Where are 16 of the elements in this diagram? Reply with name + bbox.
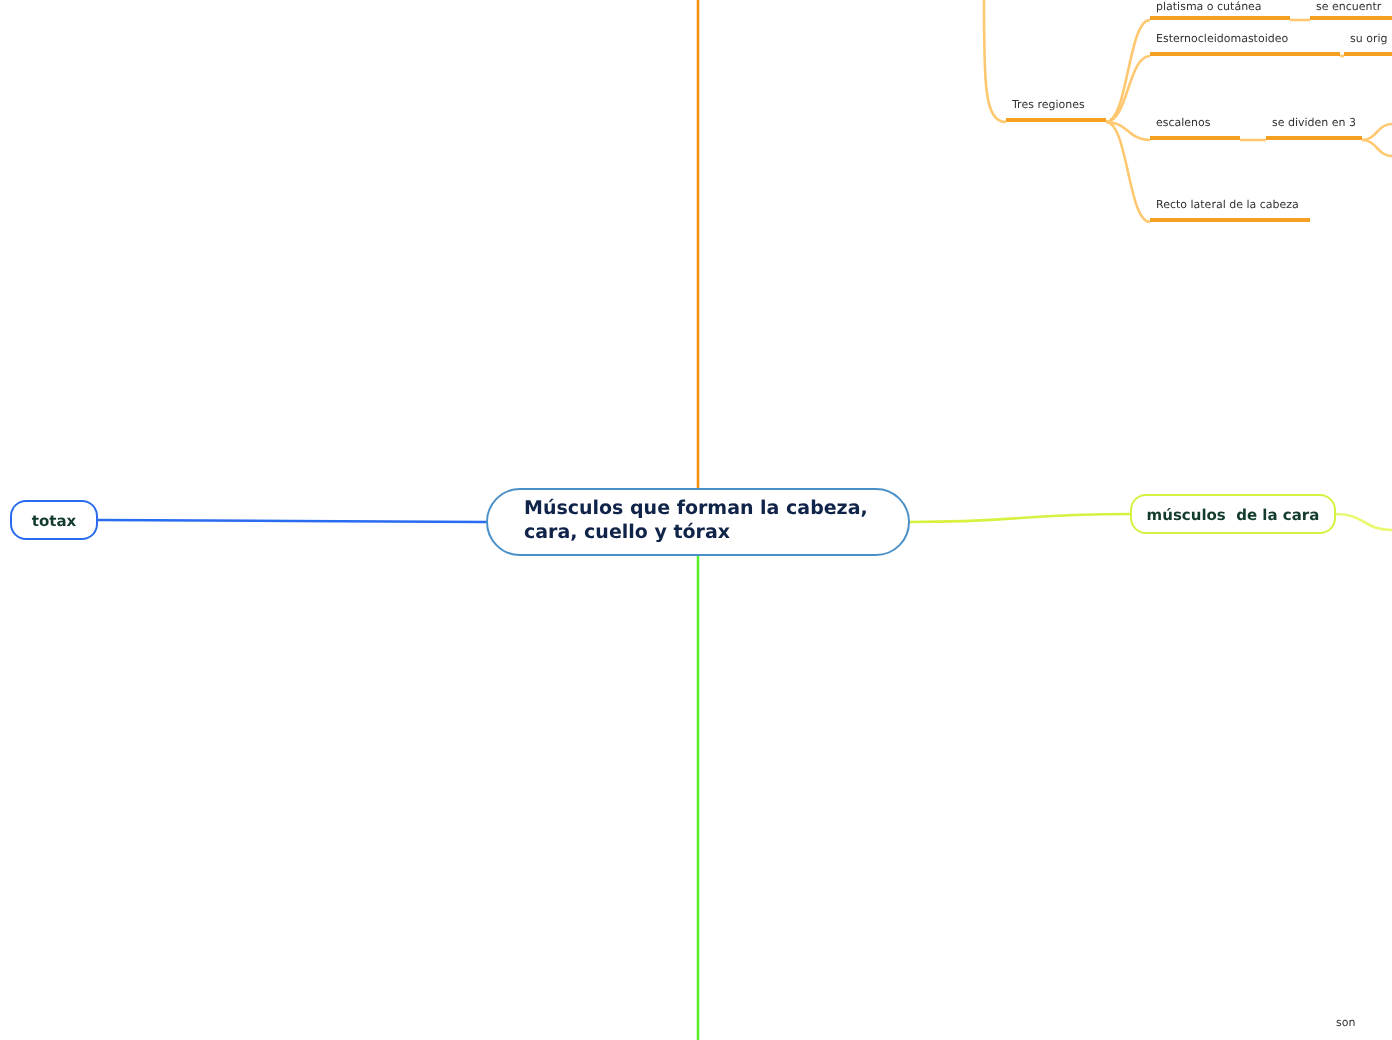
connector — [982, 0, 1007, 124]
connector — [1105, 120, 1151, 224]
connector — [1240, 138, 1266, 142]
connector — [1105, 120, 1151, 142]
connector — [696, 556, 700, 1040]
topic-box: Músculos que forman la cabeza, cara, cuello y tórax — [486, 488, 910, 556]
connector — [1105, 18, 1151, 124]
connector — [1361, 122, 1392, 142]
connector — [1105, 54, 1151, 124]
connector — [910, 512, 1130, 524]
connector — [1290, 18, 1310, 22]
connector — [1335, 512, 1392, 532]
connector — [98, 518, 486, 524]
connector — [1361, 138, 1392, 158]
connector — [696, 0, 700, 488]
connector — [1340, 54, 1344, 58]
